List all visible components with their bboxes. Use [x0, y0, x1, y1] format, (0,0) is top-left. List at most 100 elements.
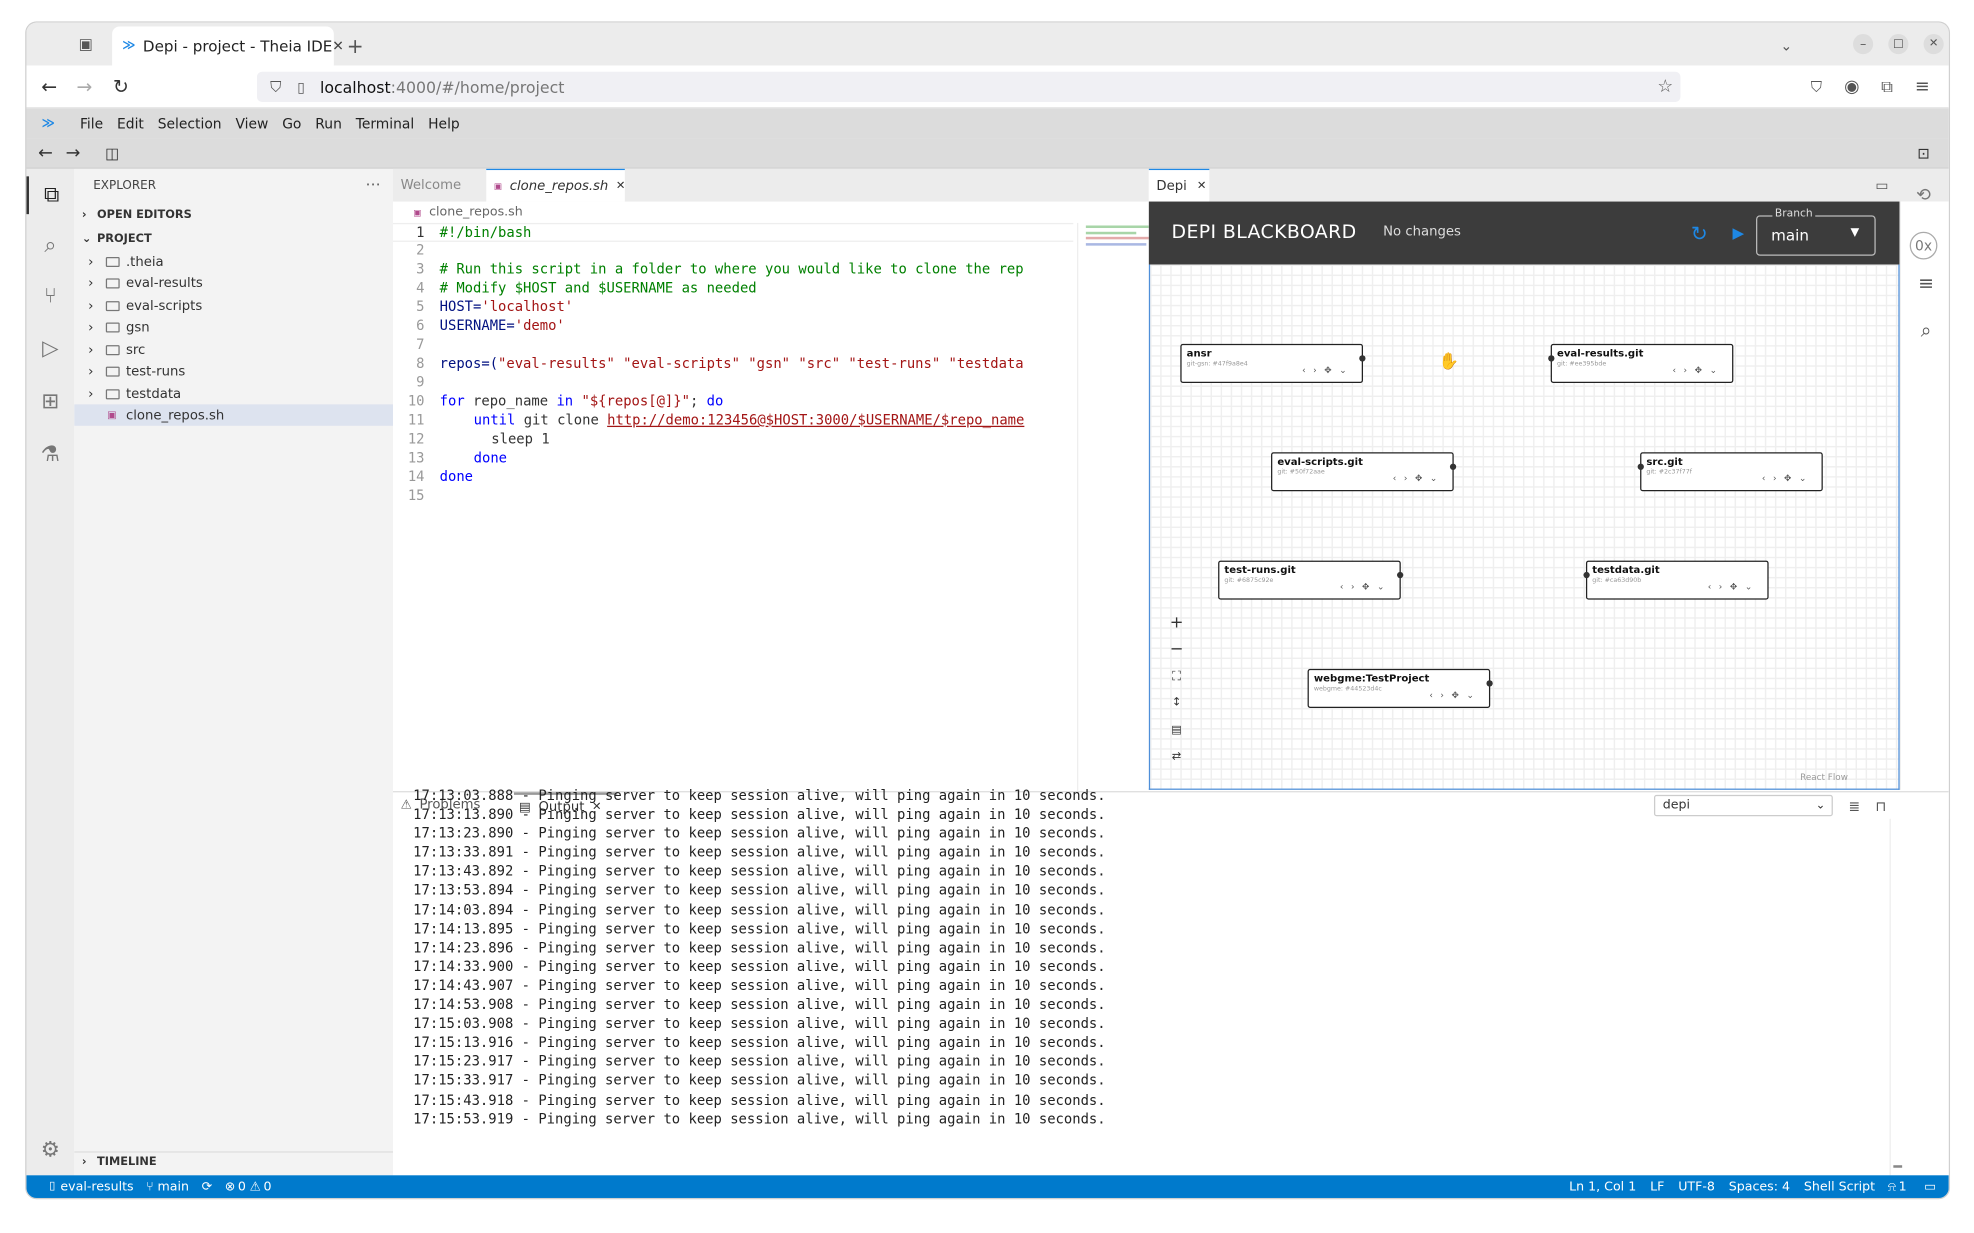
search-icon[interactable]: ⌕ — [44, 233, 57, 259]
back-arrow-icon[interactable]: ← — [41, 75, 58, 99]
tree-folder-gsn[interactable]: ›gsn — [88, 319, 150, 335]
node-port[interactable] — [1449, 463, 1457, 470]
menu-view[interactable]: View — [235, 115, 269, 132]
close-tab-icon[interactable]: ✕ — [615, 179, 626, 193]
menu-selection[interactable]: Selection — [157, 115, 222, 132]
status-notifications[interactable]: 1 — [1898, 1179, 1907, 1194]
node-port[interactable] — [1359, 355, 1366, 362]
tree-folder-eval-scripts[interactable]: ›eval-scripts — [88, 297, 203, 314]
clear-output-icon[interactable]: ≣ — [1848, 798, 1861, 815]
graph-node-test-runs[interactable]: test-runs.git git: #6875c92e ‹›✥⌄ — [1218, 560, 1404, 600]
menu-terminal[interactable]: Terminal — [355, 115, 415, 132]
new-tab-icon[interactable]: + — [346, 33, 364, 58]
sync-icon[interactable]: ⟳ — [201, 1179, 213, 1194]
explorer-files-icon[interactable]: ⧉ — [26, 176, 74, 215]
status-encoding[interactable]: UTF-8 — [1678, 1179, 1715, 1194]
menu-edit[interactable]: Edit — [117, 115, 144, 132]
terminal-icon[interactable]: ⊡ — [1917, 144, 1930, 163]
tree-folder-test-runs[interactable]: ›test-runs — [88, 363, 186, 379]
status-language[interactable]: Shell Script — [1803, 1179, 1876, 1194]
status-errors[interactable]: 0 — [237, 1179, 246, 1194]
status-position[interactable]: Ln 1, Col 1 — [1569, 1179, 1637, 1194]
code-link[interactable]: http://demo:123456@ — [607, 411, 766, 429]
close-tab-icon[interactable]: ✕ — [591, 801, 602, 814]
bookmark-star-icon[interactable]: ☆ — [1657, 76, 1674, 97]
tree-folder-src[interactable]: ›src — [88, 342, 146, 358]
status-warnings[interactable]: 0 — [263, 1179, 272, 1194]
maximize-panel-icon[interactable]: ▭ — [1875, 176, 1889, 194]
close-tab-icon[interactable]: ✕ — [332, 37, 344, 55]
minimize-icon[interactable]: – — [1853, 34, 1874, 55]
refresh-icon[interactable]: ↻ — [1690, 221, 1708, 246]
node-actions-icon[interactable]: ‹›✥⌄ — [1339, 581, 1392, 593]
close-window-icon[interactable]: ✕ — [1923, 34, 1944, 55]
hamburger-menu-icon[interactable]: ≡ — [1914, 76, 1930, 97]
horizontal-layout-icon[interactable]: ⇄ — [1171, 750, 1182, 764]
tree-folder-theia[interactable]: ›.theia — [88, 253, 164, 269]
tab-list-chevron-icon[interactable]: ⌄ — [1780, 37, 1793, 54]
output-scrollbar[interactable] — [1889, 818, 1903, 1176]
reload-icon[interactable]: ↻ — [112, 75, 129, 99]
graph-node-src[interactable]: src.git git: #2c37f77f ‹›✥⌄ — [1637, 452, 1823, 492]
navigate-forward-icon[interactable]: → — [65, 143, 81, 164]
tab-problems[interactable]: ⚠ Problems — [400, 797, 481, 813]
menu-go[interactable]: Go — [282, 115, 302, 132]
node-port[interactable] — [1486, 680, 1493, 687]
react-flow-attribution[interactable]: React Flow — [1800, 772, 1848, 783]
graph-node-eval-scripts[interactable]: eval-scripts.git git: #50f72aae ‹›✥⌄ — [1271, 452, 1457, 492]
tab-clone-repos[interactable]: ▣ clone_repos.sh ✕ — [486, 168, 626, 202]
output-log[interactable]: 17:13:03.888 - Pinging server to keep se… — [413, 786, 1862, 1128]
zoom-out-icon[interactable]: − — [1169, 639, 1184, 659]
node-port[interactable] — [1548, 355, 1555, 362]
shield-icon[interactable]: ⛉ — [270, 77, 282, 96]
tab-welcome[interactable]: Welcome — [400, 177, 462, 193]
node-actions-icon[interactable]: ‹›✥⌄ — [1429, 690, 1482, 701]
fit-view-icon[interactable]: ⛶ — [1172, 669, 1181, 684]
graph-node-webgme[interactable]: webgme:TestProject webgme: #44523d4c ‹›✥… — [1307, 668, 1493, 708]
account-icon[interactable]: ◉ — [1844, 76, 1860, 97]
run-debug-icon[interactable]: ▷ — [42, 336, 59, 362]
node-actions-icon[interactable]: ‹›✥⌄ — [1707, 581, 1760, 593]
menu-file[interactable]: File — [79, 115, 104, 132]
status-repo[interactable]: eval-results — [60, 1179, 134, 1194]
code-area[interactable]: 1#!/bin/bash 2 3# Run this script in a f… — [393, 222, 1074, 791]
search-icon[interactable]: ⌕ — [1920, 318, 1932, 342]
toggle-layout-icon[interactable]: ◫ — [104, 144, 120, 163]
node-port[interactable] — [1583, 571, 1590, 579]
status-branch[interactable]: main — [157, 1179, 190, 1194]
tab-output[interactable]: ▤ Output ✕ — [513, 792, 618, 820]
vertical-layout-icon[interactable]: ↕ — [1171, 696, 1182, 710]
lock-icon[interactable]: ▤ — [1171, 724, 1182, 737]
url-bar[interactable]: localhost:4000/#/home/project — [256, 71, 1681, 103]
react-flow-canvas[interactable]: ansr git-gsn: #47f9a8e4 ‹›✥⌄ eval-result… — [1148, 264, 1900, 790]
more-actions-icon[interactable]: ⋯ — [365, 175, 381, 193]
timeline-section[interactable]: › TIMELINE — [74, 1151, 394, 1172]
list-icon[interactable]: ≡ — [1918, 272, 1934, 295]
tab-depi[interactable]: Depi ✕ — [1148, 168, 1210, 202]
close-tab-icon[interactable]: ✕ — [1196, 179, 1207, 193]
depi-logo-icon[interactable]: 0x — [1909, 231, 1938, 260]
settings-gear-icon[interactable]: ⚙ — [40, 1137, 60, 1163]
status-indent[interactable]: Spaces: 4 — [1728, 1179, 1790, 1194]
tree-folder-eval-results[interactable]: ›eval-results — [88, 275, 203, 291]
graph-node-testdata[interactable]: testdata.git git: #ca63d90b ‹›✥⌄ — [1583, 560, 1769, 600]
graph-node-eval-results[interactable]: eval-results.git git: #ee395bde ‹›✥⌄ — [1548, 343, 1734, 383]
output-channel-select[interactable]: depi ⌄ — [1653, 794, 1833, 817]
source-control-icon[interactable]: ⑂ — [43, 283, 57, 309]
zoom-in-icon[interactable]: + — [1169, 612, 1184, 632]
menu-help[interactable]: Help — [428, 115, 460, 132]
node-port[interactable] — [1637, 463, 1644, 470]
project-section[interactable]: ⌄ PROJECT — [81, 232, 152, 246]
node-actions-icon[interactable]: ‹›✥⌄ — [1302, 365, 1355, 376]
debug-console-icon[interactable]: ⟲ — [1916, 185, 1931, 206]
play-icon[interactable]: ▶ — [1732, 224, 1745, 242]
status-eol[interactable]: LF — [1650, 1179, 1665, 1194]
menu-run[interactable]: Run — [315, 115, 342, 132]
minimap[interactable] — [1077, 222, 1152, 792]
extensions-icon[interactable]: ⧉ — [1881, 77, 1893, 97]
page-info-icon[interactable]: ▯ — [297, 78, 305, 96]
forward-arrow-icon[interactable]: → — [76, 75, 93, 99]
test-flask-icon[interactable]: ⚗ — [40, 442, 60, 468]
node-actions-icon[interactable]: ‹›✥⌄ — [1761, 473, 1814, 484]
tab-overview-icon[interactable]: ▣ — [78, 35, 93, 53]
